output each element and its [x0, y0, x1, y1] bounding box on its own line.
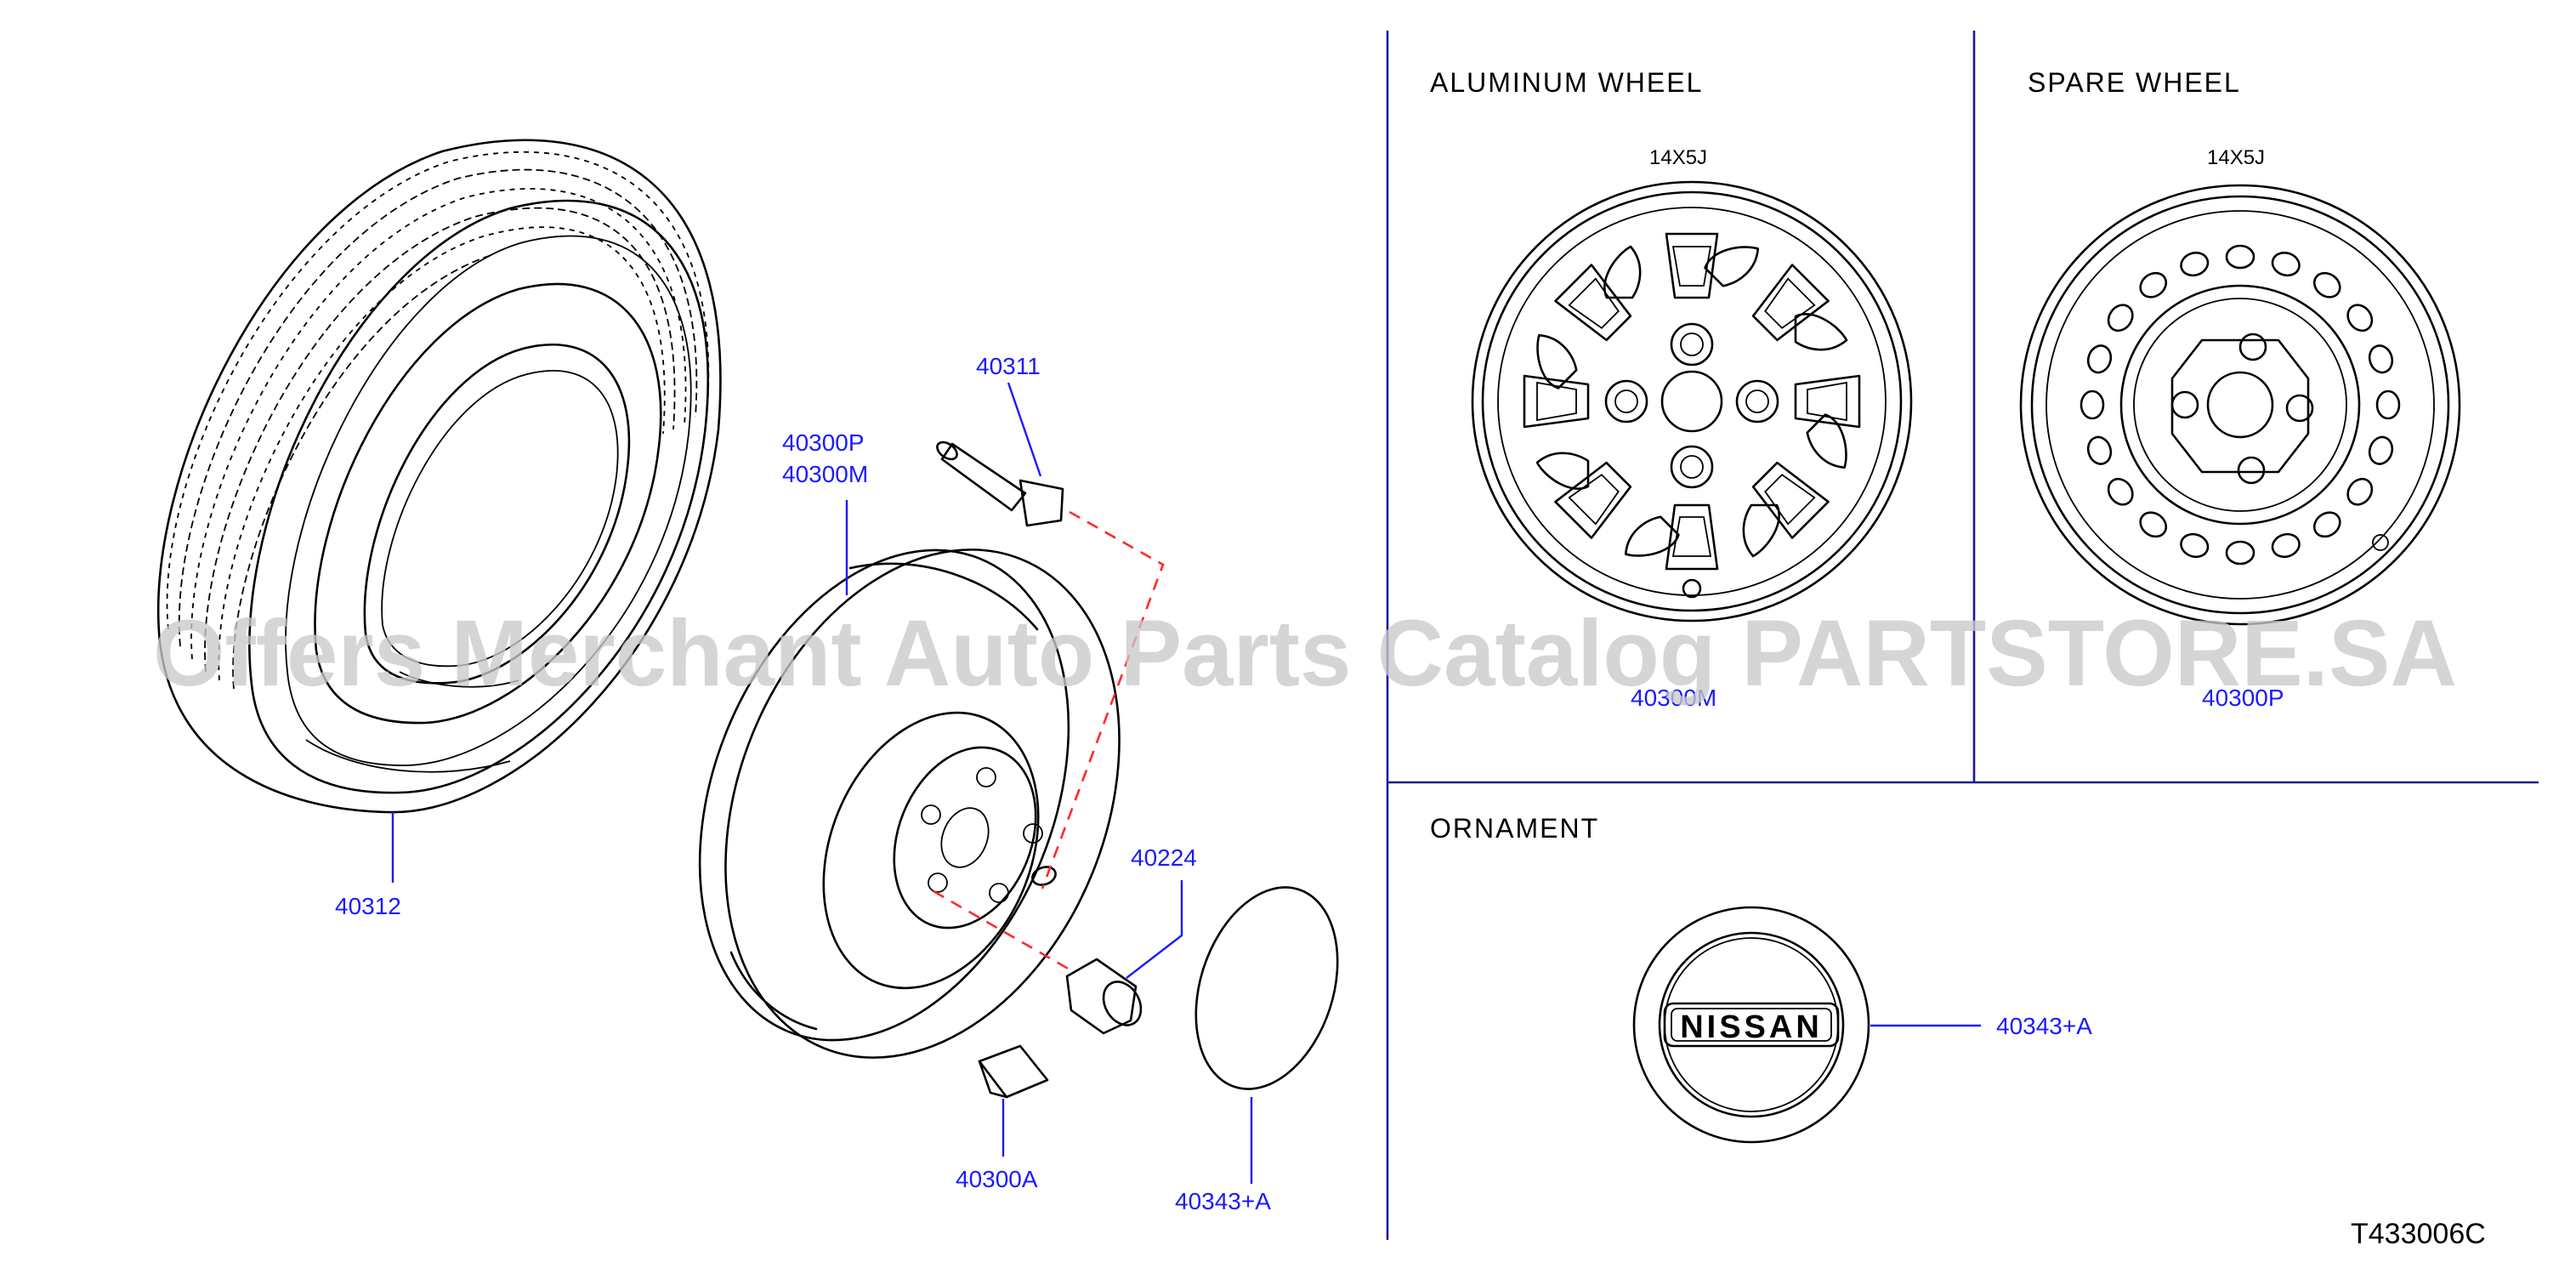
valve-drawing: [936, 441, 1064, 527]
ornament-drawing: NISSAN: [1632, 906, 1870, 1144]
tire-drawing: [156, 139, 722, 814]
part-number-wheel-m[interactable]: 40300M: [782, 461, 868, 487]
part-number-nut[interactable]: 40224: [1131, 844, 1197, 871]
watermark-text: Offers Merchant Auto Parts Catalog PARTS…: [153, 601, 2457, 706]
valve-guide-line: [1041, 510, 1165, 890]
part-number-wheel-p[interactable]: 40300P: [782, 429, 865, 456]
balance-weight-drawing: [978, 1044, 1049, 1099]
part-number-spare-wheel[interactable]: 40300P: [2202, 685, 2284, 711]
nut-guide-line: [933, 890, 1070, 971]
part-number-aluminum-wheel[interactable]: 40300M: [1631, 685, 1716, 711]
spare-wheel-drawing: [2019, 184, 2461, 626]
header-spare-wheel: SPARE WHEEL: [2028, 67, 2241, 98]
nut-leader: [1126, 880, 1183, 979]
aluminum-wheel-drawing: [1471, 180, 1913, 622]
part-number-ornament[interactable]: 40343+A: [1996, 1013, 2092, 1039]
valve-leader: [1007, 382, 1042, 477]
size-aluminum-wheel: 14X5J: [1649, 146, 1707, 169]
steel-wheel-drawing: [698, 549, 1121, 1059]
center-cap-drawing: [1194, 886, 1339, 1090]
header-ornament: ORNAMENT: [1430, 813, 1599, 844]
nut-drawing: [1065, 958, 1143, 1035]
frame-lines: [1386, 31, 2539, 1240]
part-number-cap[interactable]: 40343+A: [1175, 1188, 1271, 1214]
ornament-brand-text: NISSAN: [1680, 1009, 1823, 1045]
diagram-code: T433006C: [2351, 1218, 2486, 1250]
size-spare-wheel: 14X5J: [2207, 146, 2265, 169]
part-number-tire[interactable]: 40312: [335, 893, 401, 919]
part-number-weight[interactable]: 40300A: [956, 1166, 1038, 1192]
header-aluminum-wheel: ALUMINUM WHEEL: [1430, 67, 1703, 98]
part-number-valve[interactable]: 40311: [976, 353, 1041, 379]
